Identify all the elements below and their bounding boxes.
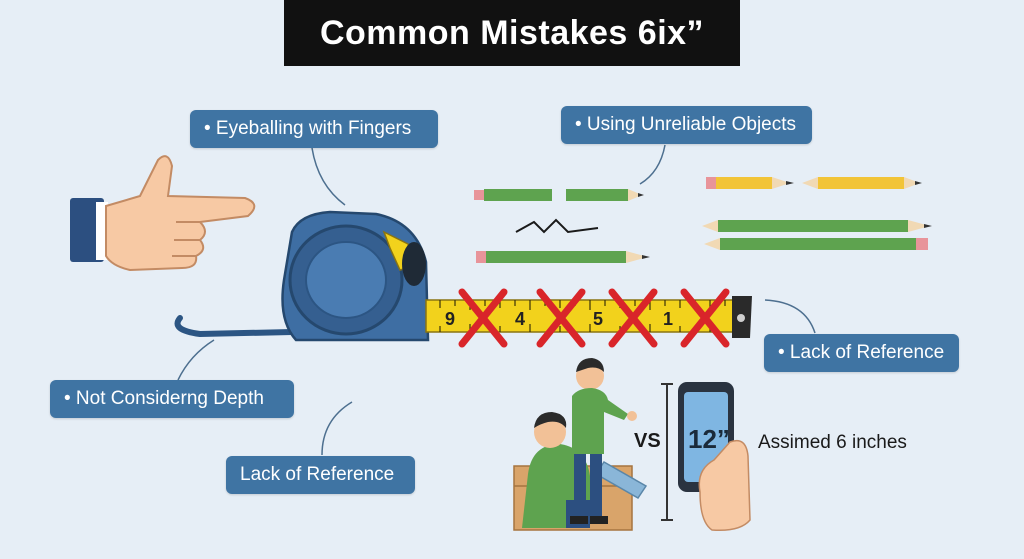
pencil-group-varied: [702, 177, 932, 250]
connector-lines: [177, 144, 816, 456]
pencil-icon: [474, 189, 552, 201]
person-icon: [522, 412, 590, 528]
vs-label: VS: [634, 430, 661, 452]
pencil-group-broken: [474, 189, 650, 263]
pointing-hand-icon: [70, 155, 256, 272]
label-lack-of-reference-right: • Lack of Reference: [764, 334, 959, 372]
smartphone-icon: [678, 382, 751, 532]
x-mark-icon: [680, 288, 730, 348]
tape-tick-label: 5: [593, 309, 603, 329]
x-mark-icon: [458, 288, 508, 348]
x-mark-icon: [536, 288, 586, 348]
crack-line-icon: [515, 218, 599, 234]
tape-tick-label: 9: [445, 309, 455, 329]
tape-tick-label: 1: [663, 309, 673, 329]
connector-eyeballing: [311, 147, 346, 206]
connector-depth: [177, 339, 215, 381]
pencil-icon: [702, 220, 932, 232]
phone-screen-reading: 12”: [688, 424, 730, 454]
people-scene: [513, 358, 648, 531]
x-mark-icon: [608, 288, 658, 348]
connector-bottom: [321, 401, 353, 456]
tape-tick-label: 4: [515, 309, 525, 329]
assumed-size-label: Assimed 6 inches: [758, 432, 907, 453]
pencil-icon: [566, 189, 644, 201]
pencil-icon: [704, 238, 928, 250]
pencil-icon: [706, 177, 794, 189]
label-eyeballing-with-fingers: • Eyeballing with Fingers: [190, 110, 438, 148]
connector-lack-reference-right: [764, 299, 816, 334]
height-bracket: [661, 383, 673, 521]
connector-unreliable: [639, 144, 666, 185]
person-icon: [570, 358, 637, 524]
label-using-unreliable-objects: • Using Unreliable Objects: [561, 106, 812, 144]
tape-measure-icon: 9 4 5 1: [174, 210, 752, 342]
page-title: Common Mistakes 6ix”: [284, 0, 740, 66]
label-lack-of-reference-bottom: Lack of Reference: [226, 456, 415, 494]
pencil-icon: [802, 177, 922, 189]
label-not-considering-depth: • Not Considerng Depth: [50, 380, 294, 418]
pencil-icon: [476, 251, 650, 263]
x-marks: [458, 288, 730, 348]
